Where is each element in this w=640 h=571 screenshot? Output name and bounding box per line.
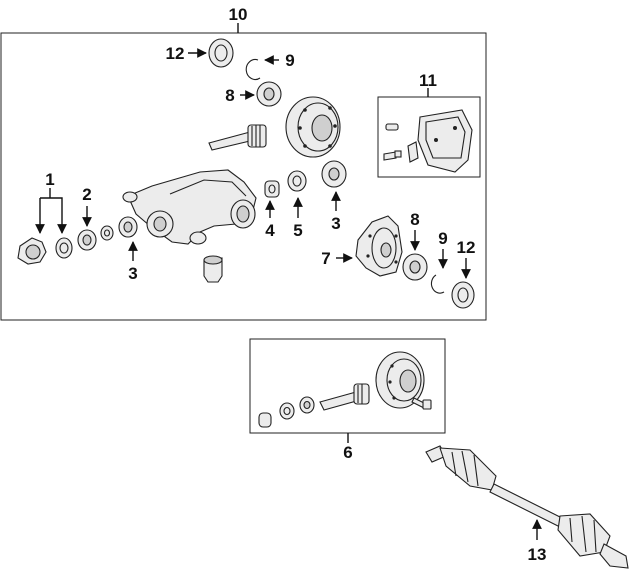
callout-differential-case[interactable]: 7 [321,249,330,268]
callout-cover-kit[interactable]: 11 [419,71,437,90]
upper-snap-ring-part[interactable] [245,58,261,81]
flange-part[interactable] [17,237,47,265]
callout-flange[interactable]: 1 [45,170,54,189]
differential-carrier-part[interactable] [122,169,257,245]
spacer-part[interactable] [77,229,97,251]
callout-upper-seal[interactable]: 12 [166,44,185,63]
callout-side-snap-ring[interactable]: 9 [438,229,447,248]
callout-assembly[interactable]: 10 [229,5,248,24]
callout-upper-bearing[interactable]: 8 [225,86,234,105]
washer-part[interactable] [287,170,307,192]
callout-spacer[interactable]: 2 [82,185,91,204]
callout-washer[interactable]: 5 [293,221,302,240]
pinion-shaft-part[interactable] [208,124,267,151]
flange-seal-part[interactable] [55,237,73,259]
assembly-frame [0,32,487,321]
gear-kit-pinion-part[interactable] [319,383,370,411]
gear-kit-bolt-part[interactable] [411,397,432,410]
cover-kit-frame [377,96,481,178]
side-snap-ring-part[interactable] [430,274,445,294]
collapsible-spacer-part[interactable] [264,180,280,198]
side-seal-part[interactable] [451,281,475,309]
callout-gear-kit[interactable]: 6 [343,443,352,462]
upper-bearing-part[interactable] [256,81,282,107]
callout-pinion-bearing-right[interactable]: 3 [331,214,340,233]
callout-pinion-bearing-left[interactable]: 3 [128,264,137,283]
pinion-bearing-right-part[interactable] [321,160,347,188]
axle-shaft-part[interactable] [425,445,629,569]
gear-kit-bearing-part[interactable] [299,396,315,414]
side-bearing-part[interactable] [402,253,428,281]
callout-axle-shaft[interactable]: 13 [528,545,547,564]
carrier-mount-part[interactable] [203,255,223,283]
upper-seal-part[interactable] [208,38,234,68]
gear-kit-ring-gear-part[interactable] [375,351,425,409]
pinion-bearing-left-part[interactable] [118,216,138,238]
differential-case-part[interactable] [355,215,403,277]
gear-kit-washer-part[interactable] [279,402,295,420]
small-washer-part[interactable] [100,225,114,241]
callout-upper-snap-ring[interactable]: 9 [285,51,294,70]
callout-side-bearing[interactable]: 8 [410,210,419,229]
ring-gear-part[interactable] [285,96,341,158]
callout-collapsible-spacer[interactable]: 4 [265,221,275,240]
callout-side-seal[interactable]: 12 [457,238,476,257]
cover-kit-part[interactable] [383,109,473,173]
gear-kit-spacer-part[interactable] [258,412,272,428]
